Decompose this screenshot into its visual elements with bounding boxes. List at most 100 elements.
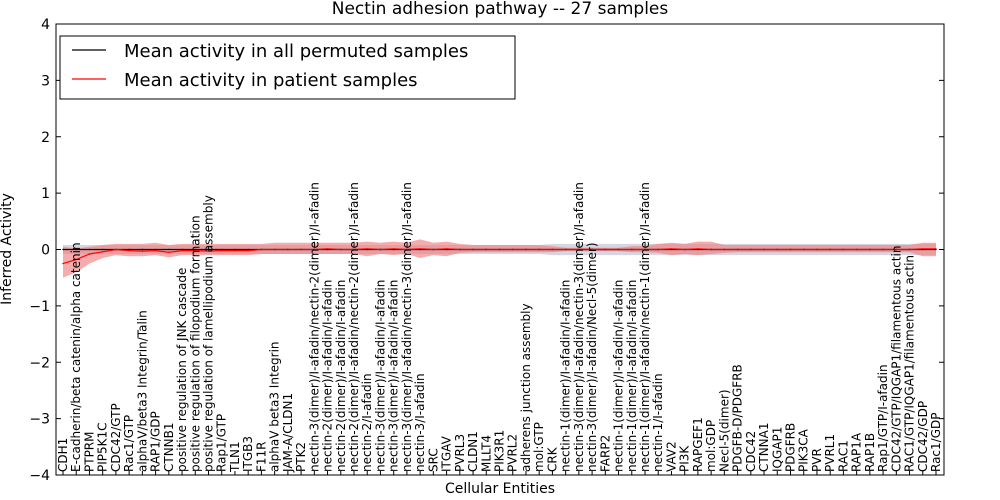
patient-point xyxy=(353,248,355,251)
y-tick-label: 0 xyxy=(41,243,50,259)
patient-point xyxy=(816,248,818,251)
x-tick-label: nectin-1(dimer)/I-afadin/I-afadin xyxy=(612,280,626,472)
legend: Mean activity in all permuted samples Me… xyxy=(59,35,516,100)
x-tick-label: CTNNB1 xyxy=(162,422,176,472)
x-tick-label: CDH1 xyxy=(56,438,70,472)
x-tick-label: nectin-3(dimer)/I-afadin/I-afadin xyxy=(387,280,401,472)
patient-point xyxy=(829,248,831,251)
patient-point xyxy=(604,248,606,251)
patient-point xyxy=(842,248,845,251)
patient-point xyxy=(617,248,620,251)
patient-point xyxy=(736,248,739,251)
x-tick-label: IQGAP1 xyxy=(770,427,784,472)
patient-point xyxy=(922,248,924,250)
legend-patient-label: Mean activity in patient samples xyxy=(124,70,418,91)
x-tick-label: nectin-1(dimer)/I-afadin/I-afadin xyxy=(625,280,639,472)
x-tick-label: PIK3R1 xyxy=(493,430,507,472)
patient-point xyxy=(393,248,395,250)
patient-point xyxy=(789,248,792,251)
legend-box xyxy=(59,35,516,100)
x-tick-label: ITGAV xyxy=(440,435,454,472)
x-tick-label: nectin-3(dimer)/I-afadin/I-afadin xyxy=(374,280,388,472)
patient-point xyxy=(895,248,897,251)
x-tick-label: PI3K xyxy=(678,445,692,472)
x-tick-label: SRC xyxy=(426,448,440,472)
patient-point xyxy=(855,248,858,251)
patient-point xyxy=(102,251,104,253)
patient-point xyxy=(882,248,884,251)
y-tick-label: 2 xyxy=(41,130,50,146)
patient-point xyxy=(512,248,514,251)
x-tick-label: nectin-3/I-afadin xyxy=(413,373,427,472)
patient-point xyxy=(631,248,633,251)
patient-point xyxy=(154,249,157,252)
permuted-point xyxy=(102,248,104,251)
x-tick-label: nectin-3(dimer)/I-afadin/Necl-5(dimer) xyxy=(585,242,599,472)
patient-point xyxy=(326,248,329,250)
x-tick-label: alphaV beta3 Integrin xyxy=(268,341,282,472)
patient-point xyxy=(684,248,686,251)
x-tick-label: CDC42 xyxy=(744,431,758,472)
x-tick-label: adherens junction assembly xyxy=(519,303,533,472)
y-tick-label: 1 xyxy=(41,186,50,202)
patient-point xyxy=(935,248,937,250)
x-tick-label: RAC1/GTP/IQGAP1/filamentous actin xyxy=(903,255,917,472)
legend-permuted-label: Mean activity in all permuted samples xyxy=(124,41,468,62)
x-tick-label: PDGFRB xyxy=(784,423,798,472)
y-tick-label: −4 xyxy=(29,468,50,484)
permuted-point xyxy=(75,248,77,251)
x-tick-label: nectin-3(dimer)/I-afadin/nectin-3(dimer)… xyxy=(572,182,586,472)
x-tick-label: RAP1B xyxy=(863,433,877,472)
x-tick-label: FARP2 xyxy=(598,435,612,472)
x-tick-label: PTPRM xyxy=(83,432,97,473)
x-tick-label: CRK xyxy=(545,446,559,472)
x-tick-label: VAV2 xyxy=(665,441,679,472)
patient-point xyxy=(313,248,315,251)
x-tick-label: MLLT4 xyxy=(479,435,493,472)
patient-point xyxy=(472,248,474,251)
patient-point xyxy=(551,248,554,251)
permuted-point xyxy=(168,248,170,251)
plot-area xyxy=(62,239,937,278)
x-axis-label: Cellular Entities xyxy=(445,481,555,497)
patient-point xyxy=(723,248,726,251)
permuted-point xyxy=(141,248,144,251)
x-tick-label: PIK3CA xyxy=(797,428,811,472)
x-tick-label: RAP1A xyxy=(850,432,864,472)
permuted-point xyxy=(128,248,130,251)
x-tick-label: nectin-2(dimer)/I-afadin/I-afadin xyxy=(334,280,348,472)
patient-point xyxy=(538,248,540,251)
patient-point xyxy=(340,248,342,251)
x-tick-label: E-cadherin/beta catenin/alpha catenin xyxy=(69,242,83,472)
permuted-point xyxy=(247,248,249,251)
chart-title: Nectin adhesion pathway -- 27 samples xyxy=(332,0,669,19)
patient-point xyxy=(525,248,527,251)
x-tick-label: Necl-5(dimer) xyxy=(717,389,731,472)
x-tick-label: nectin-1(dimer)/I-afadin/I-afadin xyxy=(559,280,573,472)
patient-point xyxy=(115,248,117,251)
x-tick-label: nectin-3(dimer)/I-afadin/nectin-2(dimer)… xyxy=(307,182,321,472)
patient-point xyxy=(379,248,382,251)
patient-point xyxy=(697,248,699,250)
patient-point xyxy=(908,248,911,251)
y-tick-label: −2 xyxy=(29,355,50,371)
patient-point xyxy=(591,248,593,251)
x-tick-label: Rap1/GTP/I-afadin xyxy=(876,364,890,472)
x-tick-label: CTNNA1 xyxy=(757,422,771,472)
patient-point xyxy=(406,248,408,251)
x-tick-label: positive regulation of lamellipodium ass… xyxy=(202,195,216,472)
patient-point xyxy=(445,248,448,250)
x-tick-label: mol:GDP xyxy=(704,420,718,472)
patient-point xyxy=(194,249,196,252)
x-tick-label: nectin-2(dimer)/I-afadin/I-afadin xyxy=(321,280,335,472)
patient-point xyxy=(763,248,765,251)
patient-point xyxy=(803,248,805,251)
x-tick-label: PVRL1 xyxy=(823,434,837,472)
y-tick-label: −1 xyxy=(29,299,50,315)
x-tick-label: positive regulation of JNK cascade xyxy=(175,268,189,472)
patient-point xyxy=(287,248,289,251)
x-tick-label: CLDN1 xyxy=(466,431,480,472)
x-tick-label: nectin-1/I-afadin xyxy=(651,373,665,472)
patient-point xyxy=(419,248,421,250)
patient-point xyxy=(273,248,276,251)
